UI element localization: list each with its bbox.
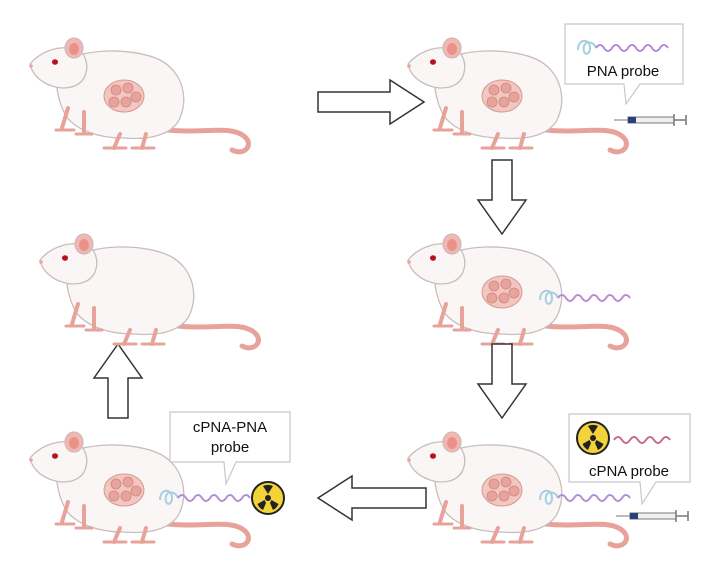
tumor-icon	[481, 79, 523, 113]
arrow-icon	[92, 342, 144, 419]
radiation-icon	[251, 481, 285, 515]
pna-probe-label: PNA probe	[587, 63, 660, 80]
callout-cpna-pna-probe: cPNA-PNA probe	[169, 411, 291, 487]
arrow-icon	[316, 474, 427, 522]
arrow-icon	[476, 159, 528, 236]
tumor-icon	[103, 79, 145, 113]
syringe-icon	[613, 113, 687, 127]
mouse-icon	[39, 234, 258, 348]
cpna-pna-probe-label-line1: cPNA-PNA	[193, 419, 267, 436]
radiation-icon	[576, 421, 610, 455]
callout-cpna-probe: cPNA probe	[568, 413, 691, 506]
callout-pna-probe: PNA probe	[564, 23, 684, 106]
tumor-icon	[481, 275, 523, 309]
cpna-pna-probe-label-line2: probe	[211, 439, 249, 456]
tumor-icon	[103, 473, 145, 507]
arrow-icon	[476, 343, 528, 420]
syringe-icon	[615, 509, 689, 523]
tumor-icon	[481, 473, 523, 507]
cpna-probe-label: cPNA probe	[589, 463, 669, 480]
arrow-icon	[317, 78, 426, 126]
